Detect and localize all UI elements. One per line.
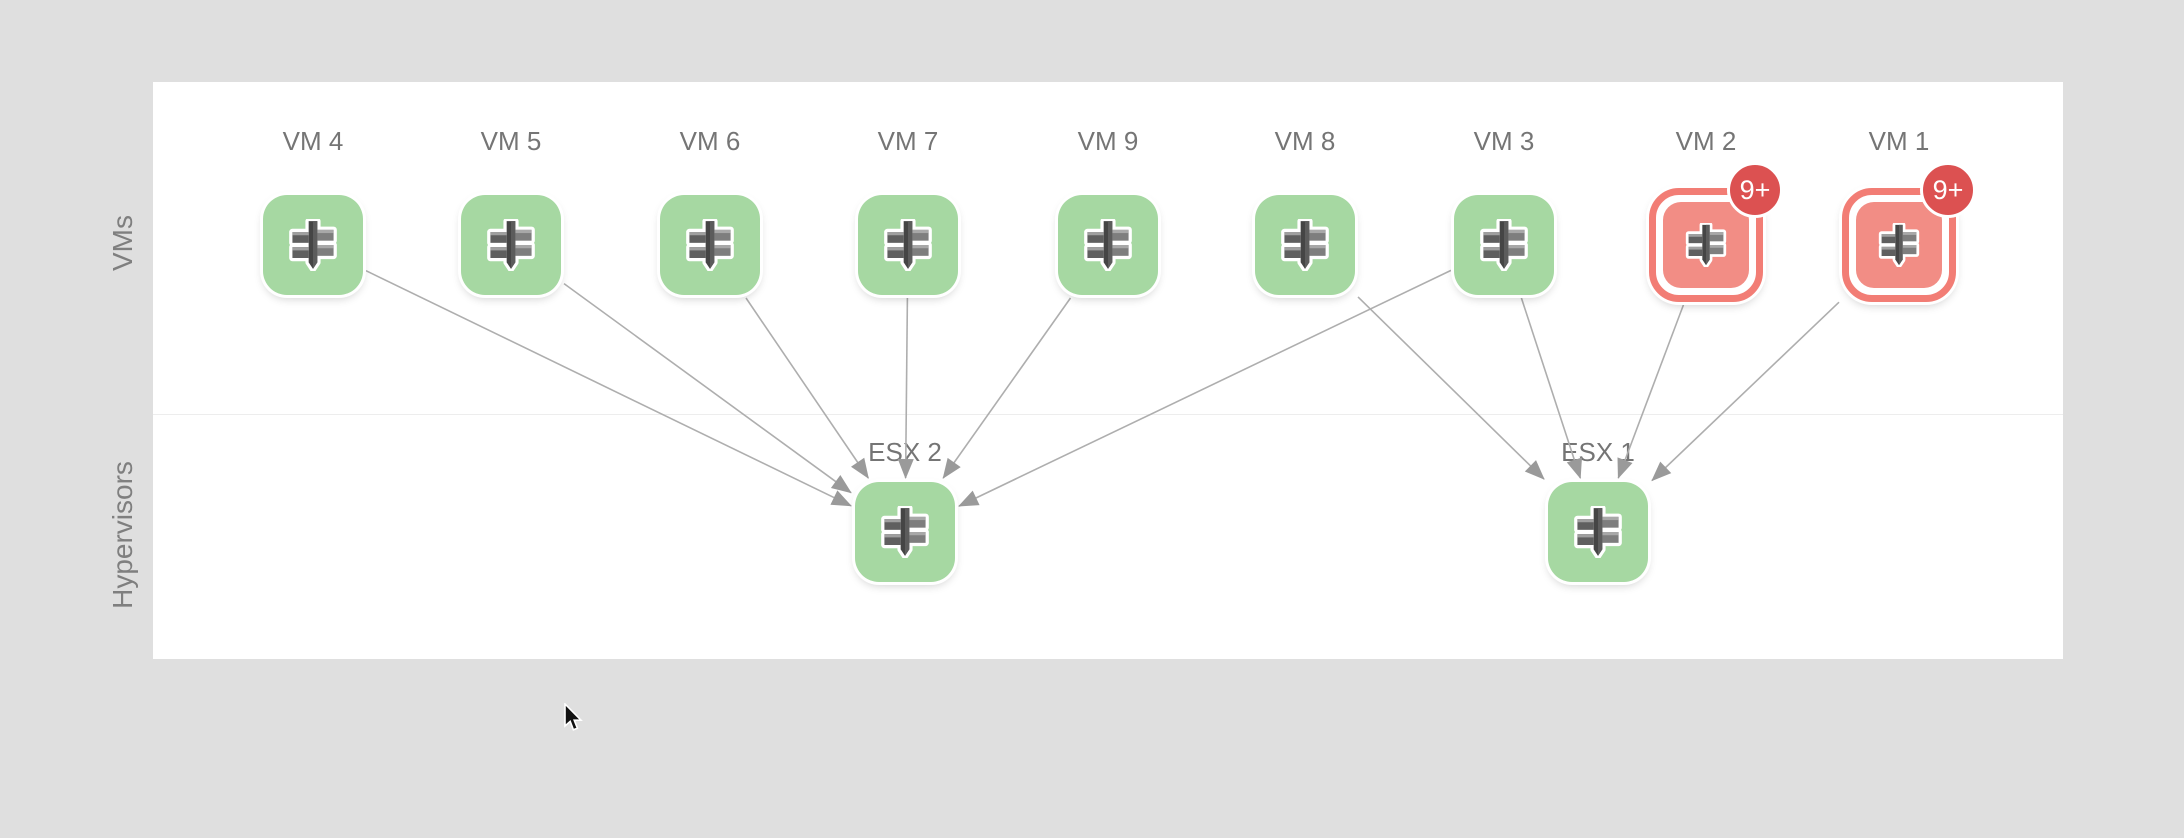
edge-vm5-to-esx2	[563, 282, 852, 494]
node-label-vm1: VM 1	[1868, 126, 1930, 156]
virtual-machine-icon	[1281, 219, 1329, 271]
alert-count-badge[interactable]: 9+	[1727, 162, 1783, 218]
node-label-vm2: VM 2	[1675, 126, 1737, 156]
edge-vm3-to-esx1	[1520, 297, 1582, 479]
virtual-machine-icon	[487, 219, 535, 271]
virtual-machine-icon	[1685, 223, 1727, 267]
node-label-vm8: VM 8	[1274, 126, 1336, 156]
virtual-machine-icon	[1084, 219, 1132, 271]
node-label-vm6: VM 6	[679, 126, 741, 156]
node-label-vm3: VM 3	[1473, 126, 1535, 156]
virtual-machine-icon	[686, 219, 734, 271]
edge-vm8-to-esx1	[1357, 296, 1545, 480]
virtual-machine-icon	[1480, 219, 1528, 271]
alert-count-badge[interactable]: 9+	[1920, 162, 1976, 218]
node-vm6[interactable]	[660, 195, 760, 295]
edge-vm2-to-esx1	[1617, 304, 1685, 479]
edge-vm4-to-esx2	[365, 269, 852, 507]
node-vm8[interactable]	[1255, 195, 1355, 295]
node-vm5[interactable]	[461, 195, 561, 295]
node-esx1[interactable]	[1548, 482, 1648, 582]
alert-node-fill	[1856, 202, 1942, 288]
node-label-vm5: VM 5	[480, 126, 542, 156]
node-label-vm4: VM 4	[282, 126, 344, 156]
node-vm3[interactable]	[1454, 195, 1554, 295]
alert-node-fill	[1663, 202, 1749, 288]
mouse-cursor-icon	[564, 703, 583, 731]
edge-vm6-to-esx2	[745, 297, 869, 479]
edge-vm3-to-esx2	[958, 269, 1452, 507]
virtual-machine-icon	[1574, 506, 1622, 558]
virtual-machine-icon	[1878, 223, 1920, 267]
virtual-machine-icon	[289, 219, 337, 271]
node-vm2[interactable]: 9+	[1649, 162, 1783, 302]
virtual-machine-icon	[884, 219, 932, 271]
node-vm1[interactable]: 9+	[1842, 162, 1976, 302]
node-vm9[interactable]	[1058, 195, 1158, 295]
edge-vm9-to-esx2	[942, 297, 1072, 479]
node-label-vm9: VM 9	[1077, 126, 1139, 156]
node-esx2[interactable]	[855, 482, 955, 582]
row-divider	[153, 414, 2063, 415]
node-vm4[interactable]	[263, 195, 363, 295]
virtual-machine-icon	[881, 506, 929, 558]
node-vm7[interactable]	[858, 195, 958, 295]
edge-vm1-to-esx1	[1651, 301, 1840, 482]
edge-vm7-to-esx2	[897, 297, 914, 479]
node-label-vm7: VM 7	[877, 126, 939, 156]
